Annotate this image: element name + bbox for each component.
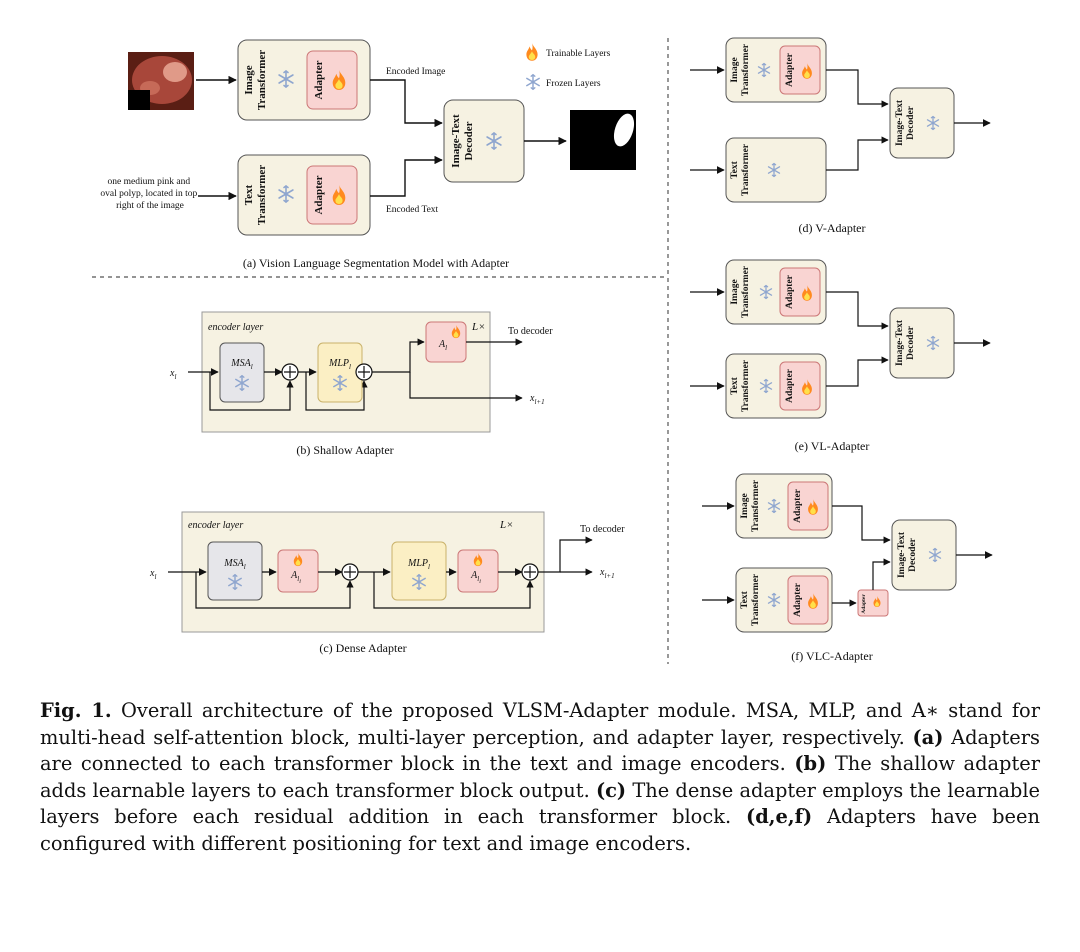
to-decoder-label: To decoder (508, 326, 553, 337)
adapter-block (457, 549, 499, 593)
architecture-figure: ImageTransformer Adapter TextTransformer… (92, 37, 993, 664)
panel-e-title: (e) VL-Adapter (795, 439, 870, 453)
adapter-block (779, 45, 821, 95)
adapter-label: Adapter (785, 274, 795, 309)
panel-f: ImageTransformer Adapter TextTransformer… (702, 473, 993, 663)
adapter-block (787, 481, 829, 531)
extra-adapter-label: Adapter (861, 594, 867, 614)
adapter-label: Adapter (785, 368, 795, 403)
panel-e: ImageTransformer Adapter TextTransformer… (690, 259, 991, 453)
panel-d: ImageTransformer Adapter TextTransformer… (690, 37, 991, 235)
adapter-label: Adapter (313, 60, 325, 99)
caption-b-text: The shallow adapter adds learnable layer… (40, 752, 1041, 802)
caption-c-label: (c) (595, 778, 627, 802)
text-transformer-label: TextTransformer (730, 143, 751, 196)
mlp-label: MLPl (328, 358, 351, 371)
adapter-block (277, 549, 319, 593)
caption-intro: Overall architecture of the proposed VLS… (40, 699, 1040, 749)
caption-a-text: Adapters are connected to each transform… (40, 725, 1040, 776)
repeat-label: L× (471, 321, 486, 333)
legend-trainable-label: Trainable Layers (546, 49, 611, 59)
panel-b: encoder layer L× xl MSAl MLPl Al To deco… (169, 311, 553, 457)
input-label: xl (149, 568, 156, 581)
msa-block (207, 541, 263, 601)
caption-a-label: (a) (912, 725, 944, 749)
decoder-label: Image-TextDecoder (897, 531, 918, 578)
caption-def-text: Adapters have been configured with diffe… (40, 805, 1040, 855)
panel-b-title: (b) Shallow Adapter (296, 443, 393, 457)
msa-label: MSAl (230, 358, 252, 371)
adapter-label: Adapter (793, 488, 803, 523)
encoder-layer-label: encoder layer (208, 322, 263, 333)
legend-frozen-icon (526, 74, 540, 90)
text-transformer-label: TextTransformer (243, 165, 268, 225)
repeat-label: L× (499, 519, 514, 531)
msa-block (219, 342, 265, 403)
decoder-label: Image-TextDecoder (895, 319, 916, 366)
image-transformer-label: ImageTransformer (730, 265, 751, 318)
legend-frozen-label: Frozen Layers (546, 79, 601, 89)
msa-label: MSAl (223, 558, 245, 571)
image-transformer-label: ImageTransformer (243, 50, 268, 110)
text-prompt: one medium pink and oval polyp, located … (100, 177, 199, 211)
image-transformer-label: ImageTransformer (740, 479, 761, 532)
output-label: xl+1 (529, 393, 545, 406)
encoded-image-label: Encoded Image (386, 67, 445, 77)
caption-fig-label: Fig. 1. (40, 699, 112, 722)
adapter-label: Adapter (313, 175, 325, 214)
adapter-label: Al (438, 339, 447, 352)
mlp-block (391, 541, 447, 601)
adapter-block (306, 165, 358, 225)
output-mask (570, 110, 636, 170)
input-label: xl (169, 368, 176, 381)
encoder-layer-label: encoder layer (188, 520, 243, 531)
adapter-label: Adapter (793, 582, 803, 617)
adapter-block (779, 267, 821, 317)
panel-c: encoder layer L× xl MSAl Ali MLPl Ali To… (149, 511, 625, 655)
panel-f-title: (f) VLC-Adapter (791, 649, 872, 663)
encoded-text-label: Encoded Text (386, 205, 439, 215)
panel-d-title: (d) V-Adapter (799, 221, 866, 235)
adapter-block (787, 575, 829, 625)
caption-c-text: The dense adapter employs the learnable … (40, 778, 1041, 829)
adapter-block (425, 321, 467, 363)
to-decoder-label: To decoder (580, 524, 625, 535)
decoder-label: Image-TextDecoder (895, 99, 916, 146)
text-transformer-label: TextTransformer (740, 573, 761, 626)
mlp-label: MLPl (407, 558, 430, 571)
decoder-label: Image-TextDecoder (450, 114, 475, 168)
panel-a: ImageTransformer Adapter TextTransformer… (100, 39, 636, 270)
figure-caption: Fig. 1. Overall architecture of the prop… (40, 698, 1040, 858)
caption-def-label: (d,e,f) (746, 805, 813, 829)
input-endoscopy-image (128, 52, 194, 110)
adapter-label: Adapter (785, 52, 795, 87)
text-transformer-label: TextTransformer (730, 359, 751, 412)
adapter-label: Ali (290, 570, 301, 585)
adapter-label: Ali (470, 570, 481, 585)
legend-trainable-icon (526, 43, 538, 61)
caption-b-label: (b) (794, 752, 827, 776)
adapter-block (779, 361, 821, 411)
output-label: xl+1 (599, 567, 615, 580)
mlp-block (317, 342, 363, 403)
panel-a-title: (a) Vision Language Segmentation Model w… (243, 256, 509, 270)
panel-c-title: (c) Dense Adapter (319, 641, 406, 655)
adapter-block (306, 50, 358, 110)
image-transformer-label: ImageTransformer (730, 43, 751, 96)
